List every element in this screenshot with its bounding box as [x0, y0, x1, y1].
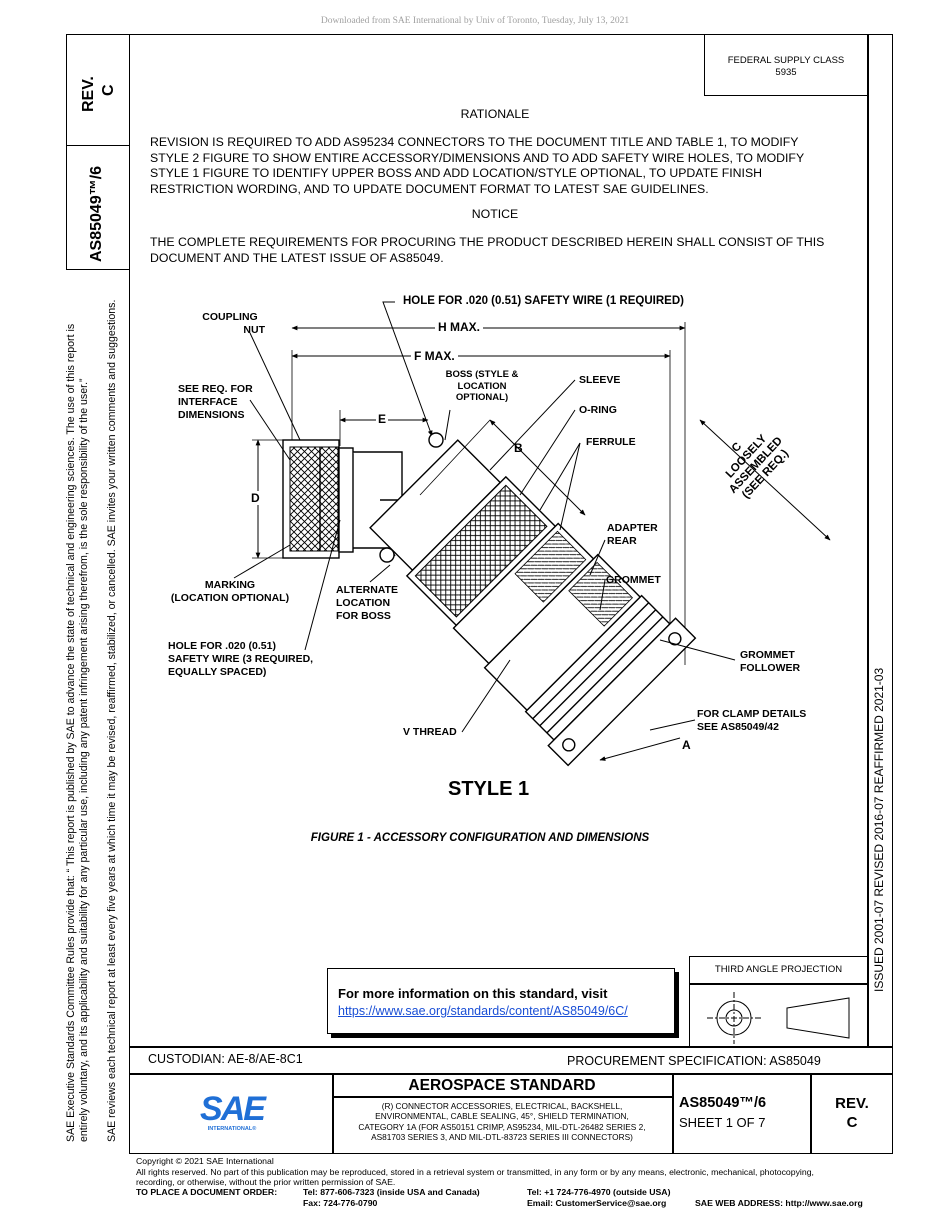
projection-label: THIRD ANGLE PROJECTION [714, 964, 843, 975]
label-clamp: FOR CLAMP DETAILS SEE AS85049/42 [697, 708, 806, 734]
footer-rights-2: recording, or otherwise, without the pri… [136, 1177, 396, 1187]
label-line: SAFETY WIRE (3 REQUIRED, [168, 653, 314, 665]
label-line: SEE AS85049/42 [697, 721, 779, 733]
svg-text:INTERNATIONAL®: INTERNATIONAL® [208, 1125, 257, 1132]
label-line: FOR BOSS [336, 610, 391, 622]
label-line: INTERFACE [178, 396, 238, 408]
info-box-text: For more information on this standard, v… [338, 986, 608, 1001]
federal-supply-line2: 5935 [775, 67, 797, 78]
title-doc-number: AS85049™/6 [679, 1095, 767, 1111]
title-rev-label: REV. [835, 1095, 869, 1112]
title-divider-3 [810, 1073, 812, 1154]
label-line: NUT [243, 323, 265, 336]
label-line: SEE REQ. FOR [178, 383, 253, 395]
footer: Copyright © 2021 SAE International All r… [136, 1156, 814, 1188]
label-line: LOCATION [336, 597, 391, 609]
figure-caption: FIGURE 1 - ACCESSORY CONFIGURATION AND D… [310, 832, 650, 844]
rationale-line: RESTRICTION WORDING, AND TO UPDATE DOCUM… [150, 181, 709, 196]
title-block-top [129, 1073, 893, 1075]
right-strip-divider [867, 34, 869, 1046]
label-adapter-rear: ADAPTER REAR [607, 522, 658, 548]
label-alternate: ALTERNATE LOCATION FOR BOSS [336, 584, 398, 623]
desc-line: (R) CONNECTOR ACCESSORIES, ELECTRICAL, B… [381, 1101, 623, 1111]
footer-fax: Fax: 724-776-0790 [303, 1198, 378, 1208]
title-divider-1 [332, 1073, 334, 1154]
title-heading-underline [332, 1096, 672, 1098]
label-line: HOLE FOR .020 (0.51) [168, 640, 276, 652]
label-grommet-follower: GROMMET FOLLOWER [740, 649, 800, 675]
label-line: BOSS (STYLE & [445, 369, 519, 380]
label-grommet: GROMMET [606, 574, 661, 586]
footer-copyright: Copyright © 2021 SAE International [136, 1156, 274, 1166]
notice-line: DOCUMENT AND THE LATEST ISSUE OF AS85049… [150, 250, 444, 265]
title-rev-value: C [846, 1114, 858, 1131]
label-line: FOLLOWER [740, 662, 801, 674]
desc-line: ENVIRONMENTAL, CABLE SEALING, 45°, SHIEL… [375, 1111, 629, 1122]
label-f-max: F MAX. [411, 349, 458, 363]
label-line: ALTERNATE [336, 584, 399, 596]
label-line: MARKING [204, 579, 256, 591]
desc-line: AS81703 SERIES 3, AND MIL-DTL-83723 SERI… [371, 1131, 633, 1142]
label-d: D [249, 491, 262, 505]
title-divider-2 [672, 1073, 674, 1154]
svg-text:SAE: SAE [200, 1090, 267, 1128]
custodian-row-top [129, 1046, 893, 1048]
notice-line: THE COMPLETE REQUIREMENTS FOR PROCURING … [150, 235, 825, 249]
footer-rights-1: All rights reserved. No part of this pub… [136, 1166, 814, 1177]
download-note: Downloaded from SAE International by Uni… [320, 16, 630, 26]
info-box [327, 968, 675, 1034]
custodian-label: CUSTODIAN: AE-8/AE-8C1 [148, 1052, 303, 1066]
footer-order-label: TO PLACE A DOCUMENT ORDER: [136, 1187, 278, 1197]
label-line: (LOCATION OPTIONAL) [170, 592, 290, 604]
rationale-body: REVISION IS REQUIRED TO ADD AS95234 CONN… [150, 135, 804, 197]
desc-line: CATEGORY 1A (FOR AS50151 CRIMP, AS95234,… [358, 1121, 646, 1132]
rationale-line: REVISION IS REQUIRED TO ADD AS95234 CONN… [150, 135, 799, 149]
label-hole-bottom: HOLE FOR .020 (0.51) SAFETY WIRE (3 REQU… [168, 640, 313, 679]
label-line: REAR [607, 535, 637, 547]
rationale-heading: RATIONALE [460, 107, 530, 121]
label-b: B [514, 441, 523, 455]
label-ferrule: FERRULE [586, 436, 636, 448]
notice-heading: NOTICE [471, 207, 519, 221]
figure-style-title: STYLE 1 [448, 778, 530, 800]
federal-supply-box [704, 34, 868, 96]
projection-divider [689, 983, 868, 985]
label-line: GROMMET [740, 649, 795, 661]
title-sheet: SHEET 1 OF 7 [679, 1115, 766, 1130]
rationale-line: STYLE 1 FIGURE TO IDENTIFY UPPER BOSS AN… [150, 166, 763, 180]
footer-web: SAE WEB ADDRESS: http://www.sae.org [695, 1198, 863, 1208]
label-boss: BOSS (STYLE & LOCATION OPTIONAL) [442, 369, 522, 404]
label-coupling-nut: COUPLING NUT [195, 311, 265, 336]
notice-body: THE COMPLETE REQUIREMENTS FOR PROCURING … [150, 235, 824, 266]
label-see-req: SEE REQ. FOR INTERFACE DIMENSIONS [178, 383, 253, 422]
footer-tel-outside: Tel: +1 724-776-4970 (outside USA) [527, 1187, 671, 1197]
label-e: E [376, 412, 389, 426]
label-line: DIMENSIONS [178, 409, 245, 421]
procurement-label: PROCUREMENT SPECIFICATION: AS85049 [567, 1054, 821, 1068]
label-line: FOR CLAMP DETAILS [697, 708, 807, 720]
title-description: (R) CONNECTOR ACCESSORIES, ELECTRICAL, B… [332, 1101, 672, 1142]
federal-supply-line1: FEDERAL SUPPLY CLASS [727, 55, 845, 66]
label-v-thread: V THREAD [403, 726, 457, 738]
label-o-ring: O-RING [579, 404, 617, 416]
footer-email: Email: CustomerService@sae.org [527, 1198, 667, 1208]
label-line: COUPLING [202, 311, 258, 323]
label-line: EQUALLY SPACED) [168, 666, 267, 678]
footer-tel-inside: Tel: 877-606-7323 (inside USA and Canada… [303, 1187, 480, 1197]
rationale-line: STYLE 2 FIGURE TO SHOW ENTIRE ACCESSORY/… [150, 150, 805, 165]
label-hole-top: HOLE FOR .020 (0.51) SAFETY WIRE (1 REQU… [403, 295, 684, 307]
label-sleeve: SLEEVE [579, 374, 621, 386]
label-h-max: H MAX. [435, 320, 483, 334]
projection-symbol [707, 992, 850, 1044]
main-frame [129, 34, 893, 1154]
label-a: A [682, 738, 691, 752]
title-heading: AEROSPACE STANDARD [408, 1077, 596, 1094]
sae-logo: SAE INTERNATIONAL® [200, 1090, 269, 1132]
label-line: ADAPTER [607, 522, 658, 534]
info-box-link[interactable]: https://www.sae.org/standards/content/AS… [338, 1004, 628, 1018]
label-marking: MARKING (LOCATION OPTIONAL) [160, 579, 300, 605]
label-line: OPTIONAL) [455, 392, 509, 403]
label-line: LOCATION [457, 380, 507, 392]
